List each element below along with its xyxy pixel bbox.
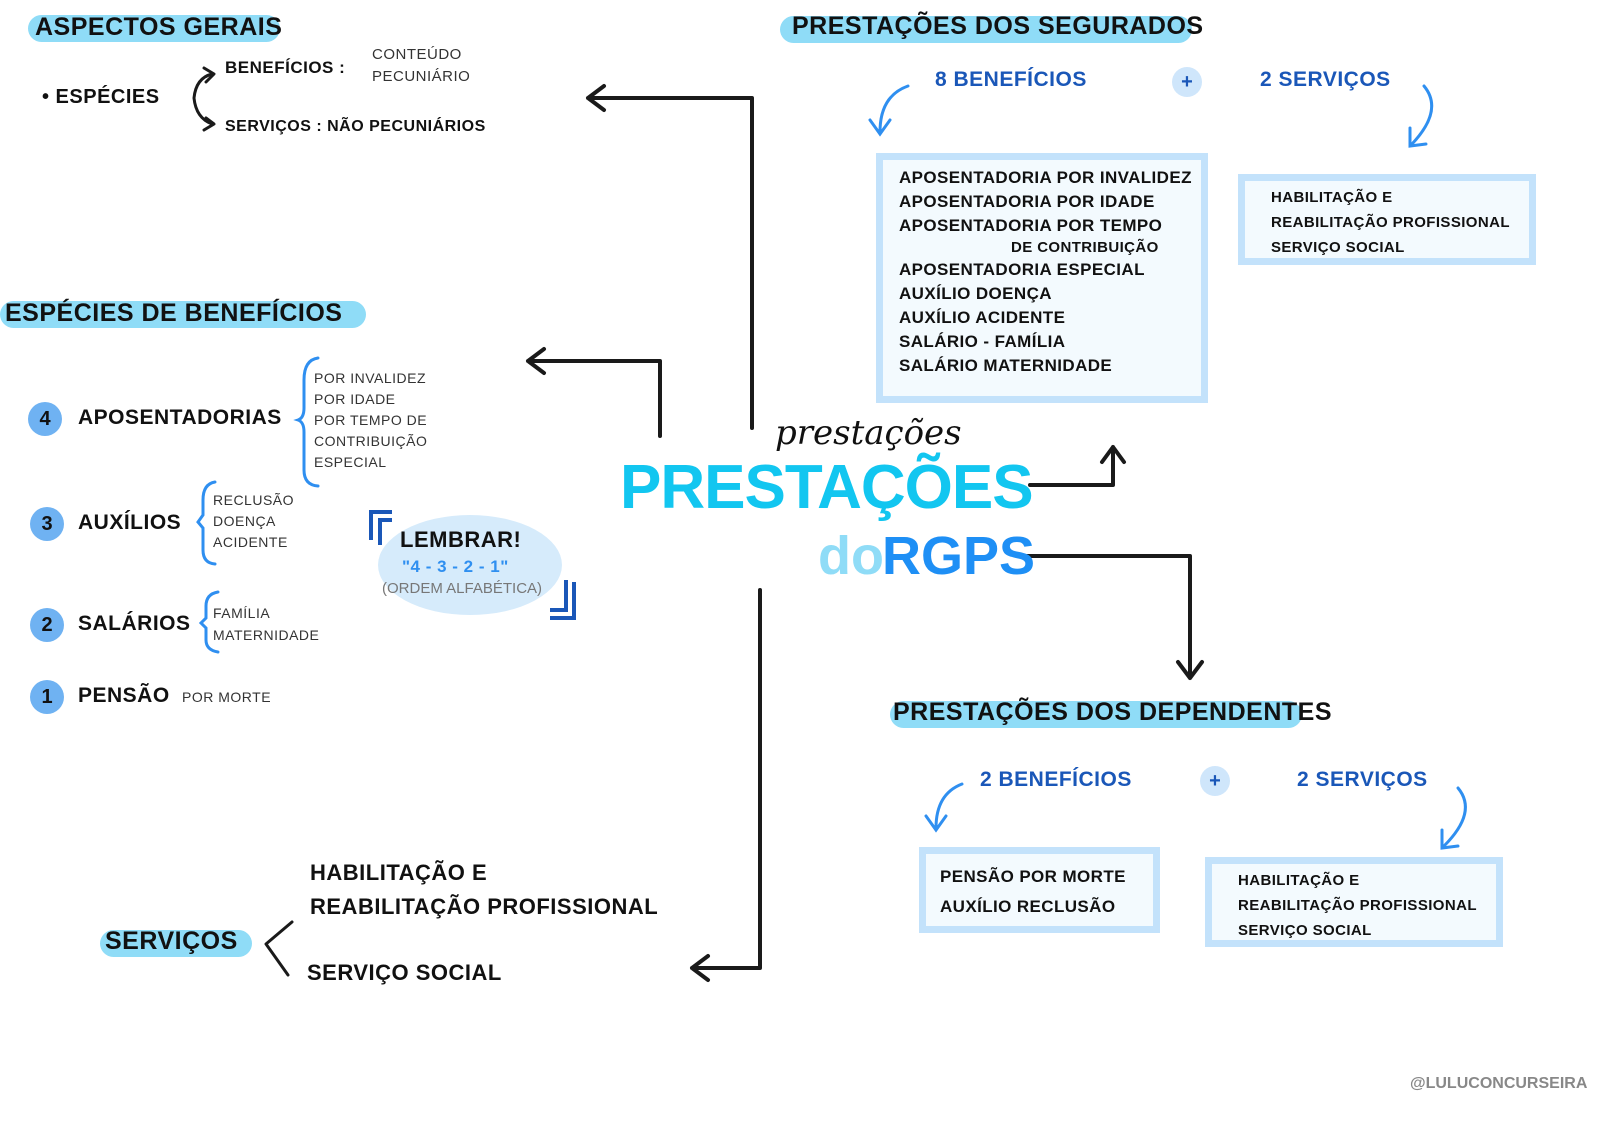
segurados-beneficios-box: Aposentadoria por invalidez Aposentadori…	[876, 153, 1208, 403]
group-items: por morte	[182, 689, 272, 705]
dependentes-beneficios-box: Pensão por morte Auxílio reclusão	[919, 847, 1160, 933]
dependentes-servicos-count: 2 serviços	[1297, 768, 1428, 791]
group-items: Família Maternidade	[213, 602, 319, 646]
beneficio-item: Auxílio reclusão	[940, 897, 1116, 916]
arrow-to-aspectos	[586, 84, 754, 430]
brace-especies	[192, 66, 216, 132]
item: Família	[213, 605, 271, 621]
curved-arrow-icon	[924, 782, 964, 833]
item: Reclusão	[213, 492, 295, 508]
servicos-title: Serviços	[105, 927, 238, 955]
beneficio-item: Aposentadoria por idade	[899, 192, 1155, 211]
arrow-to-segurados	[1028, 445, 1126, 487]
lembrar-corner	[550, 580, 576, 620]
curved-arrow-icon	[868, 84, 910, 137]
item: Doença	[213, 513, 276, 529]
servicos-branch	[264, 920, 294, 977]
beneficio-item: Aposentadoria especial	[899, 260, 1145, 279]
credit: @luluconcurseira	[1410, 1075, 1588, 1092]
brace-aposentadorias	[293, 356, 320, 488]
item: contribuição	[314, 433, 428, 449]
group-label: Auxílios	[78, 511, 182, 534]
lembrar-title: Lembrar!	[400, 527, 522, 552]
item: Por tempo de	[314, 412, 428, 428]
group-label: Pensão	[78, 684, 170, 707]
arrow-to-especies	[526, 347, 662, 438]
center-rgps: RGPS	[882, 526, 1036, 586]
beneficio-item: de contribuição	[1011, 239, 1159, 256]
dependentes-title: Prestações dos dependentes	[893, 698, 1333, 726]
especies-label: • Espécies	[42, 86, 160, 108]
group-items: Reclusão Doença Acidente	[213, 490, 294, 553]
servico-item: Reabilitação profissional	[1238, 897, 1477, 914]
servicos-label: Serviços : não pecuniários	[225, 118, 486, 135]
segurados-beneficios-count: 8 benefícios	[935, 68, 1087, 91]
servico-item: Serviço social	[1238, 922, 1372, 939]
item: Acidente	[213, 534, 288, 550]
servico-item: Reabilitação profissional	[1271, 214, 1510, 231]
center-do: do	[818, 526, 884, 586]
count-badge: 1	[30, 680, 64, 714]
brace-auxilios	[196, 480, 217, 566]
servico-item: Serviço social	[1271, 239, 1405, 256]
beneficio-item: Auxílio acidente	[899, 308, 1066, 327]
segurados-servicos-count: 2 serviços	[1260, 68, 1391, 91]
count-badge: 3	[30, 507, 64, 541]
plus-icon: +	[1172, 67, 1202, 97]
dependentes-servicos-box: Habilitação e Reabilitação profissional …	[1205, 857, 1503, 947]
count-badge: 2	[30, 608, 64, 642]
center-title: Prestações	[620, 453, 1034, 522]
segurados-title: Prestações dos segurados	[792, 12, 1204, 40]
beneficios-desc: Conteúdo Pecuniário	[372, 44, 470, 88]
curved-arrow-icon	[1408, 84, 1434, 148]
item: Maternidade	[213, 627, 320, 643]
desc-line: Pecuniário	[372, 68, 471, 85]
servico-item: Habilitação e	[1238, 872, 1360, 889]
item: Por invalidez	[314, 370, 427, 386]
brace-salarios	[198, 590, 220, 654]
servico-item: Habilitação e	[310, 860, 488, 885]
beneficio-item: Auxílio doença	[899, 284, 1052, 303]
aspectos-gerais-title: Aspectos Gerais	[35, 13, 283, 41]
count-badge: 4	[28, 402, 62, 436]
segurados-servicos-box: Habilitação e Reabilitação profissional …	[1238, 174, 1536, 265]
lembrar-scribble	[378, 515, 562, 615]
group-items: Por invalidez Por idade Por tempo de con…	[314, 368, 427, 473]
servico-item: Serviço social	[307, 960, 502, 985]
group-label: Aposentadorias	[78, 406, 282, 429]
lembrar-note: (ordem alfabética)	[382, 580, 543, 597]
beneficio-item: Salário - família	[899, 332, 1066, 351]
servico-item: Habilitação e	[1271, 189, 1393, 206]
plus-icon: +	[1200, 766, 1230, 796]
item: Por idade	[314, 391, 396, 407]
dependentes-beneficios-count: 2 benefícios	[980, 768, 1132, 791]
servico-item: Reabilitação profissional	[310, 894, 659, 919]
especies-beneficios-title: Espécies de Benefícios	[5, 299, 343, 327]
group-label: Salários	[78, 612, 191, 635]
item: Especial	[314, 454, 387, 470]
servicos-items: Habilitação e Reabilitação profissional	[310, 856, 658, 924]
desc-line: Conteúdo	[372, 46, 462, 63]
beneficio-item: Pensão por morte	[940, 867, 1126, 886]
curved-arrow-icon	[1440, 786, 1467, 850]
beneficio-item: Aposentadoria por tempo	[899, 216, 1163, 235]
arrow-to-dependentes	[1023, 554, 1204, 680]
center-script: prestações	[775, 413, 962, 453]
arrow-to-servicos	[690, 588, 762, 982]
lembrar-corner	[369, 510, 392, 545]
beneficio-item: Aposentadoria por invalidez	[899, 168, 1192, 187]
beneficios-label: Benefícios :	[225, 58, 346, 77]
lembrar-sequence: "4 - 3 - 2 - 1"	[402, 557, 509, 576]
beneficio-item: Salário maternidade	[899, 356, 1113, 375]
